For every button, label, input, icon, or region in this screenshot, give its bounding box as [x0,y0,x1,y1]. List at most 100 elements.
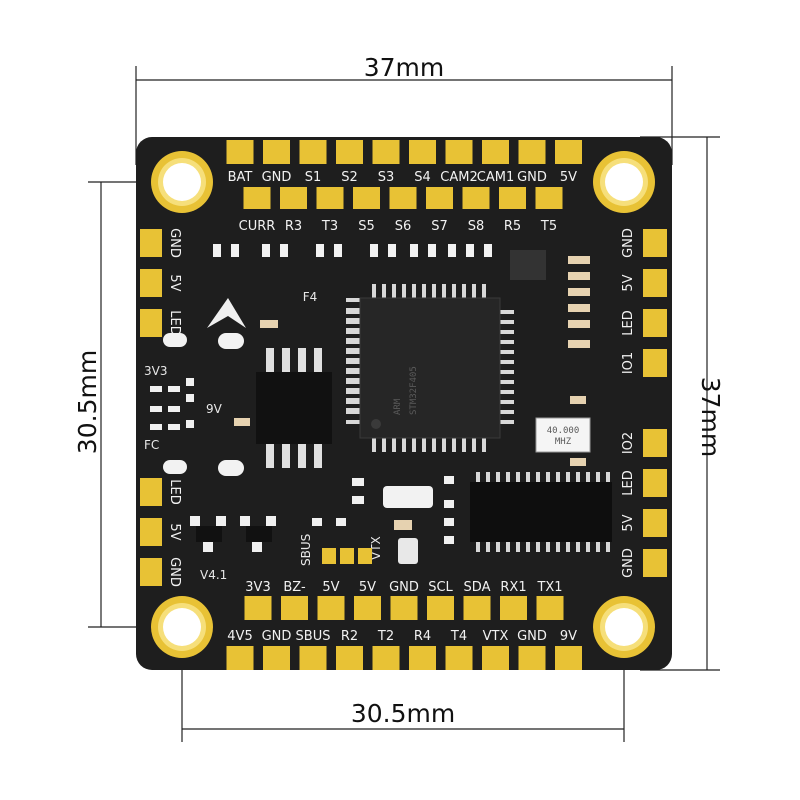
top-inner-label: S6 [395,219,412,234]
bottom-outer-pad [409,646,436,670]
mcu-pin [432,284,436,298]
bottom-outer-pad [299,646,327,670]
osd-pin [546,472,550,482]
mcu-brand-label: ARM [393,398,403,415]
top-outer-pad [409,140,436,164]
mcu-pin [422,438,426,452]
bottom-inner-label: 5V [322,580,339,595]
top-inner-label: R5 [504,219,521,234]
top-outer-label: BAT [228,170,253,185]
mcu-pin [500,330,514,334]
right-pad [643,229,667,257]
barometer-sensor [398,538,418,564]
vtx-label: VTX [369,536,383,560]
mcu-pin [500,360,514,364]
bottom-outer-pad [518,646,546,670]
mcu-pin [462,438,466,452]
bottom-inner-label: TX1 [536,580,562,595]
bottom-outer-label: SBUS [296,629,331,644]
mcu-pin [500,410,514,414]
mcu-pin [452,284,456,298]
right-label: LED [621,310,636,335]
right-pad [643,429,667,457]
mcu-pin [482,284,486,298]
mounting-hole-bottom-right [593,596,655,658]
right-label: 5V [621,274,636,291]
top-outer-pad [226,140,254,164]
mcu-pin [500,340,514,344]
top-inner-pad [426,187,453,209]
top-outer-pad [299,140,327,164]
top-outer-label: GND [262,170,292,185]
mounting-hole-top-left [151,151,213,213]
osd-pin [506,472,510,482]
top-outer-pad [263,140,290,164]
mcu-chip: ARM STM32F405 [346,284,514,452]
bottom-inner-pad [536,596,564,620]
top-outer-pad [336,140,363,164]
sbus-label: SBUS [299,534,313,566]
osd-pin [526,472,530,482]
top-inner-pad [280,187,307,209]
right-label: LED [621,470,636,495]
bottom-inner-pad [281,596,308,620]
brand-logo-icon [207,298,246,328]
mounting-hole-top-right [593,151,655,213]
dimension-top-label: 37mm [364,53,445,82]
osd-pin [496,542,500,552]
osd-pin [506,542,510,552]
right-label: GND [621,228,636,258]
osd-pin [566,472,570,482]
top-outer-pad [518,140,546,164]
sensor-chip [510,250,546,280]
right-pad [643,469,667,497]
solder-pads-small [322,548,372,564]
left-top-label: LED [167,310,182,335]
header-pads-top [213,244,492,257]
bottom-outer-label: T4 [450,629,467,644]
osd-pin [586,542,590,552]
top-outer-label: CAM1 [477,170,514,185]
mcu-pin [346,400,360,404]
top-inner-label: S7 [431,219,448,234]
crystal-freq-label: 40.000 [547,426,580,436]
top-outer-pad [372,140,400,164]
mcu-pin [452,438,456,452]
left-top-pad [140,229,162,257]
osd-pin [596,472,600,482]
dimension-top [135,66,673,165]
bottom-inner-pad [317,596,345,620]
top-outer-label: CAM2 [440,170,477,185]
rail-3v3-label: 3V3 [144,364,167,378]
bottom-inner-label: SDA [464,580,491,595]
mcu-pin [346,310,360,314]
left-bottom-label: 5V [167,523,182,540]
transistor-body [246,526,272,542]
regulator-chip [256,348,332,468]
top-inner-pad [499,187,526,209]
mcu-pin [382,284,386,298]
top-outer-label: S4 [414,170,431,185]
right-pad [643,269,667,297]
mcu-pin [346,380,360,384]
bottom-outer-label: 9V [560,629,577,644]
mcu-pin [500,400,514,404]
osd-chip [470,472,612,552]
crystal-unit-label: MHZ [555,437,572,447]
bottom-inner-label: SCL [428,580,453,595]
top-outer-pad [445,140,473,164]
left-top-label: GND [167,228,182,258]
right-pad [643,349,667,377]
mcu-pin [500,390,514,394]
mcu-pin [402,438,406,452]
top-outer-label: 5V [560,170,577,185]
osd-pin [556,472,560,482]
right-pad [643,549,667,577]
mcu-pin [346,390,360,394]
left-bottom-pad [140,518,162,546]
